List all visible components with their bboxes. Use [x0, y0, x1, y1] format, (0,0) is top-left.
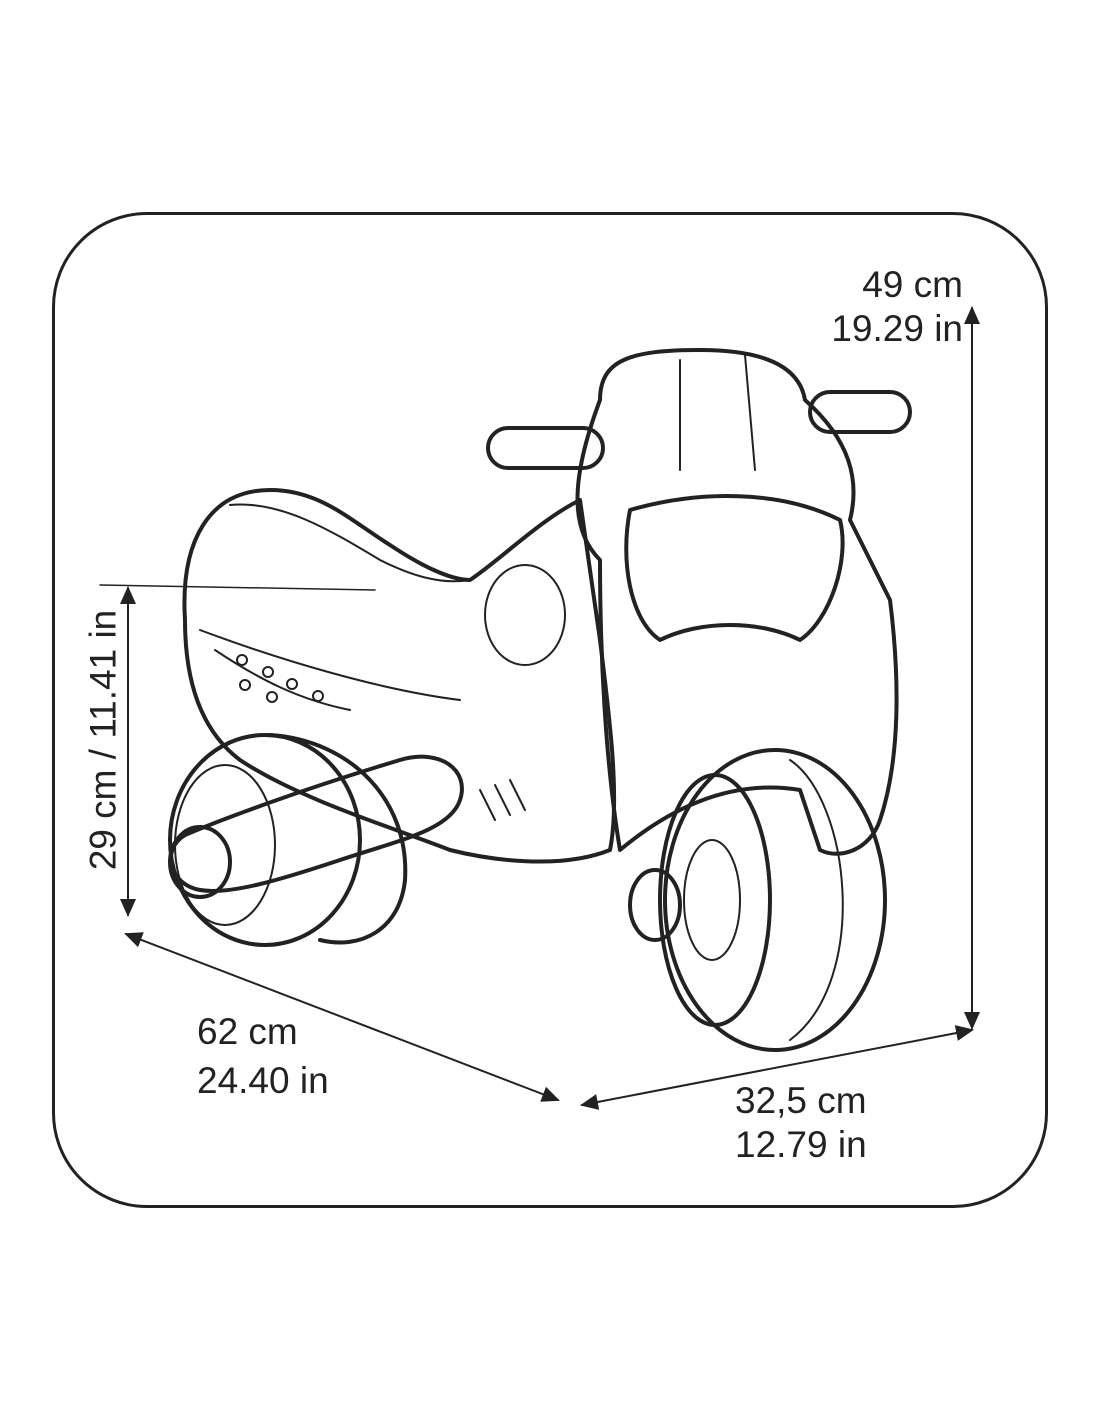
width-arrow — [580, 1025, 974, 1110]
seat-reference-line — [99, 584, 376, 591]
front-wheel — [628, 748, 887, 1052]
length-arrow — [124, 932, 560, 1102]
seat-height-label: 29 cm / 11.41 in — [82, 609, 124, 871]
handlebars — [486, 390, 912, 470]
length-cm-label: 62 cm — [197, 1011, 298, 1052]
rear-wheel — [168, 733, 408, 947]
width-cm-label: 32,5 cm — [735, 1080, 867, 1121]
motorbike-body — [182, 488, 617, 864]
front-fairing — [575, 348, 899, 856]
length-in-label: 24.40 in — [197, 1060, 329, 1101]
footrest — [168, 754, 464, 899]
height-cm-label: 49 cm — [862, 264, 963, 305]
height-in-label: 19.29 in — [831, 308, 963, 349]
width-in-label: 12.79 in — [735, 1124, 867, 1165]
diagram-frame — [52, 212, 1048, 1208]
